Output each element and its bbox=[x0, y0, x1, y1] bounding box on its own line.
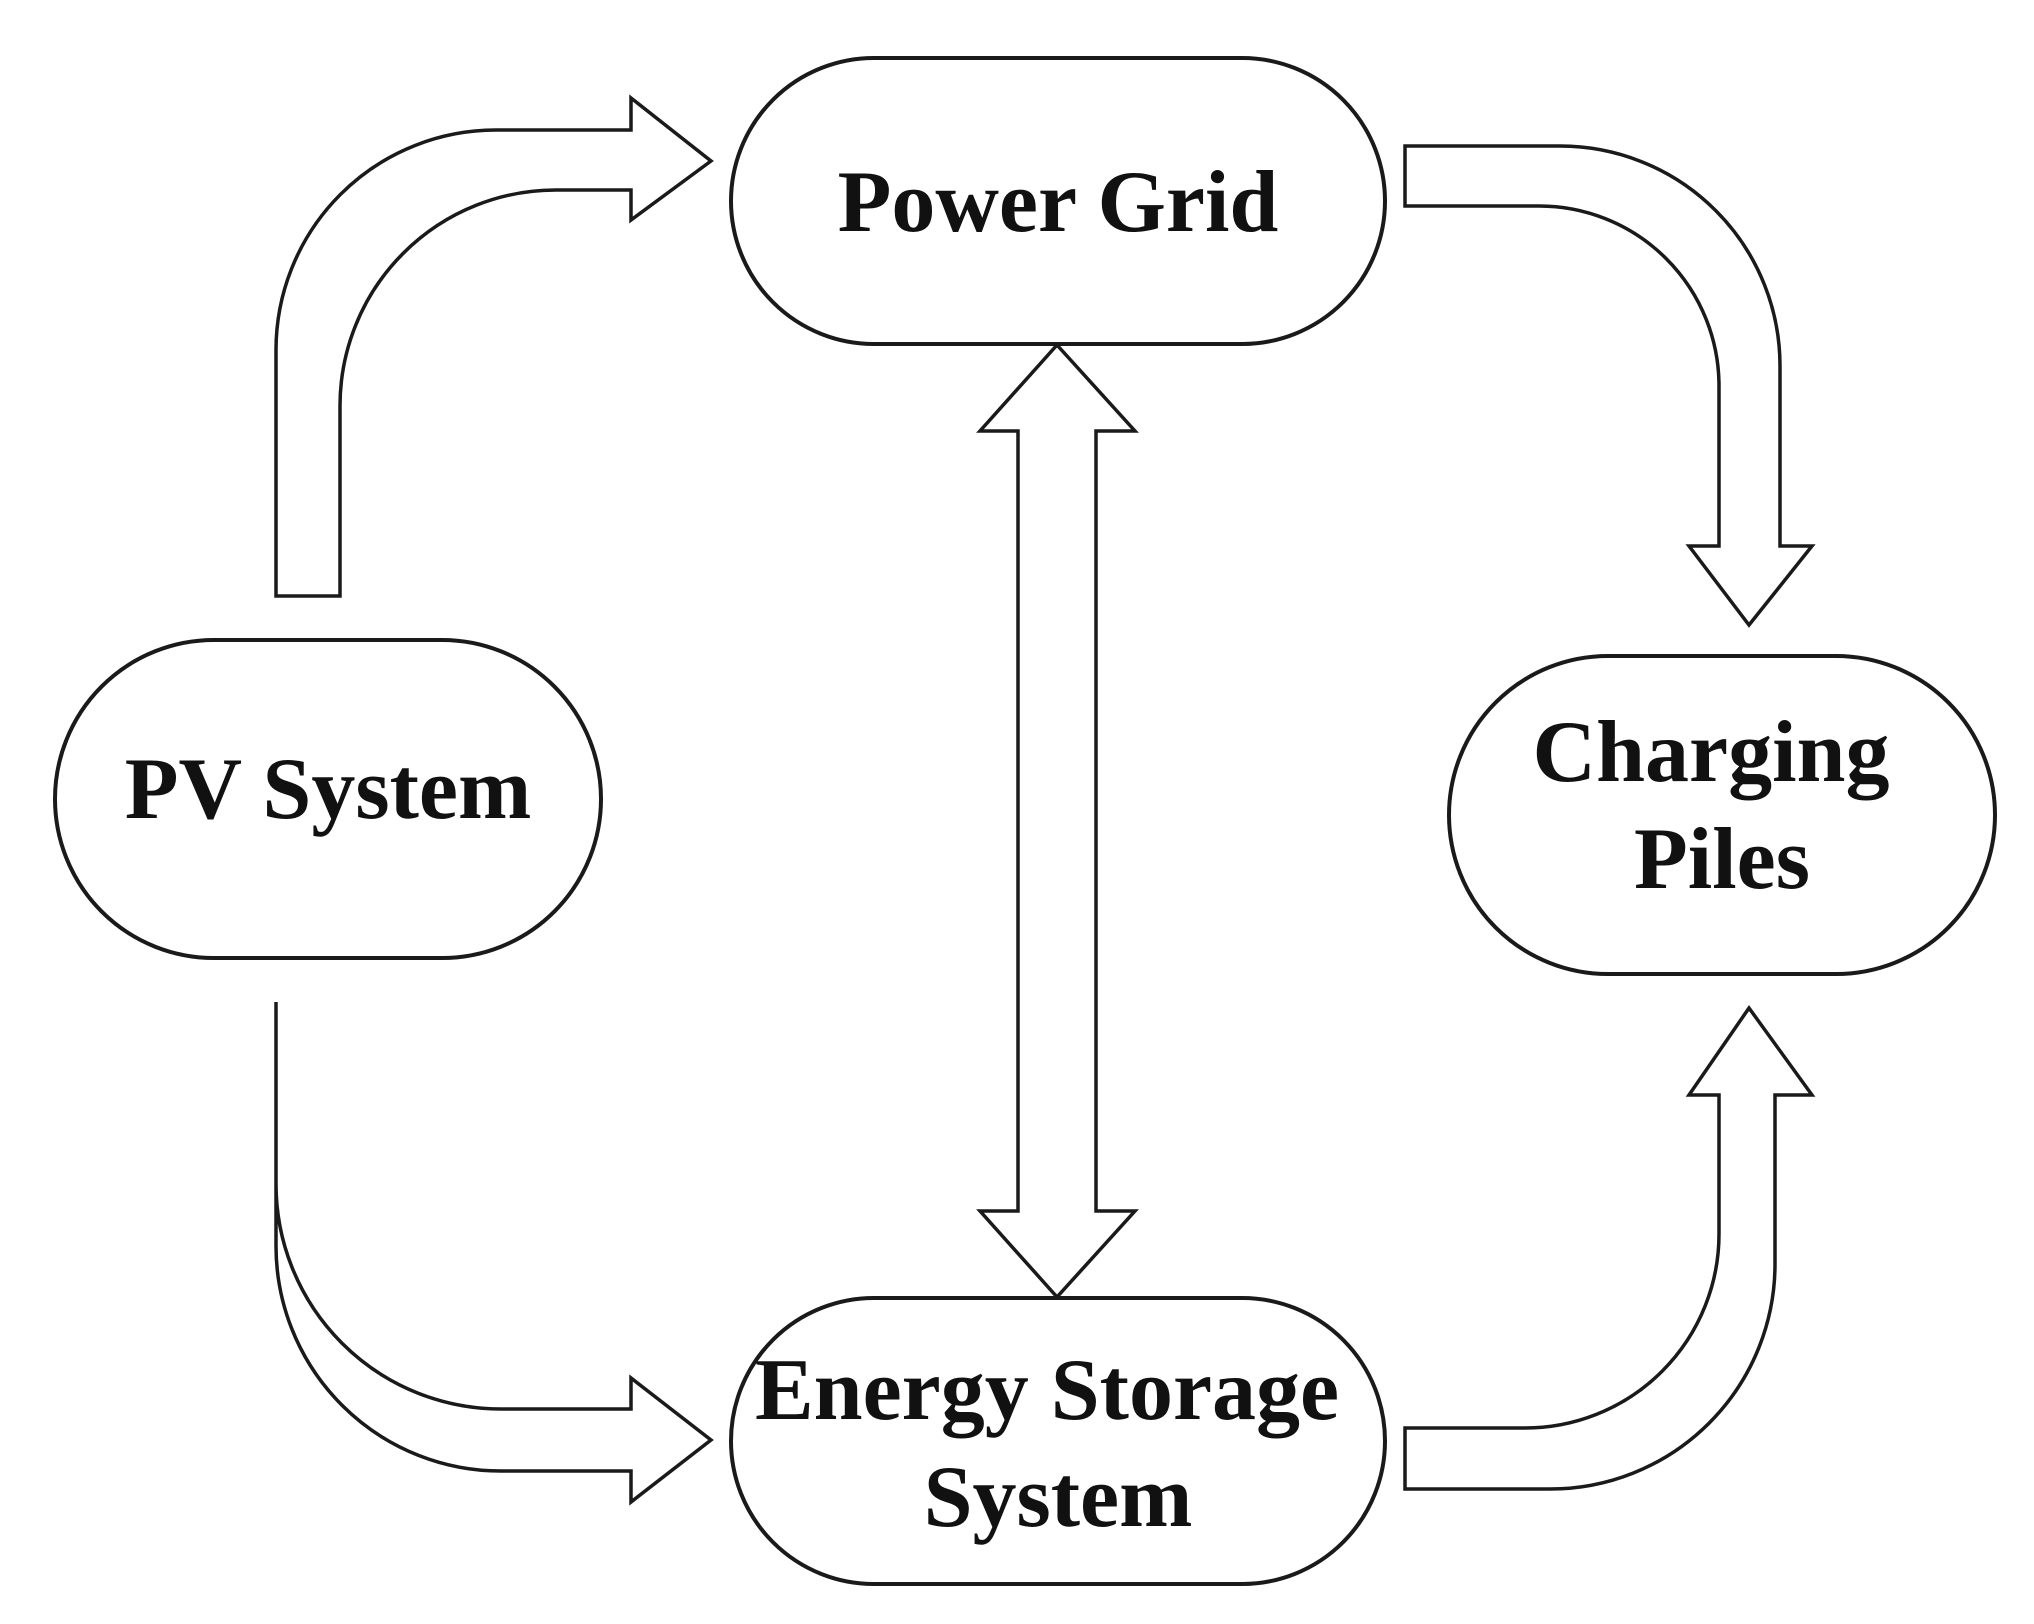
node-charging-piles-label: Charging Piles bbox=[1533, 704, 1912, 908]
node-power-grid-shape bbox=[729, 56, 1387, 346]
arrow-grid-storage-bidirectional bbox=[976, 342, 1139, 1300]
node-energy-storage-system-label-line-1: Energy Storage bbox=[755, 1342, 1339, 1439]
node-power-grid-label: Power Grid bbox=[838, 154, 1279, 251]
arrow-grid-to-charging bbox=[1403, 144, 1816, 628]
node-pv-system: PV System bbox=[53, 638, 603, 960]
node-energy-storage-system: Energy Storage System bbox=[729, 1296, 1387, 1586]
node-charging-piles: Charging Piles bbox=[1447, 654, 1997, 976]
node-energy-storage-system-shape bbox=[729, 1296, 1387, 1586]
node-energy-storage-system-label-line-2: System bbox=[924, 1449, 1193, 1546]
node-charging-piles-shape bbox=[1447, 654, 1997, 976]
node-charging-piles-label-line-2: Piles bbox=[1634, 811, 1810, 908]
arrow-pv-to-storage bbox=[274, 1002, 714, 1506]
node-pv-system-shape bbox=[53, 638, 603, 960]
arrow-pv-to-grid bbox=[274, 94, 714, 598]
node-pv-system-label: PV System bbox=[125, 741, 532, 838]
node-energy-storage-system-label: Energy Storage System bbox=[755, 1342, 1361, 1546]
node-power-grid: Power Grid bbox=[729, 56, 1387, 346]
node-charging-piles-label-line-1: Charging bbox=[1533, 704, 1890, 801]
node-pv-system-label-line-1: PV System bbox=[125, 741, 532, 838]
arrow-storage-to-charging bbox=[1403, 1004, 1816, 1491]
node-power-grid-label-line-1: Power Grid bbox=[838, 154, 1279, 251]
